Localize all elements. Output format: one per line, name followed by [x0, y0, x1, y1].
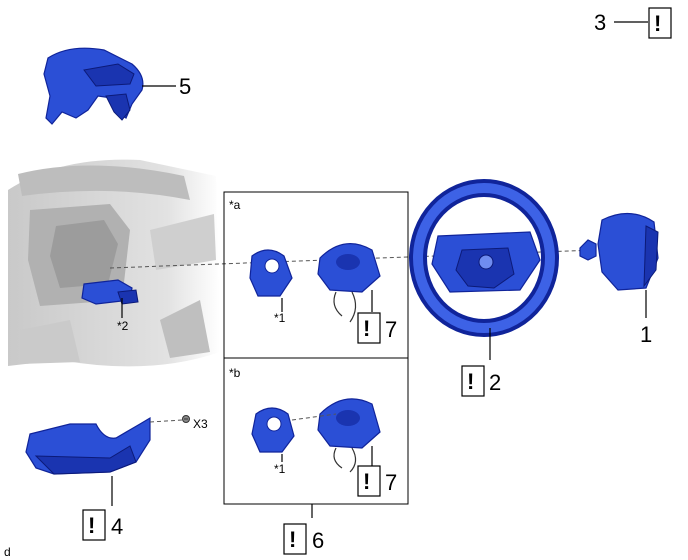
callout-1: 1 — [640, 322, 652, 347]
svg-text:!: ! — [363, 316, 370, 341]
callout-3: 3 — [594, 10, 606, 35]
callout-4: 4 — [111, 514, 123, 539]
horn-button-pad-part-1 — [597, 212, 659, 291]
warning-box-4[interactable]: ! — [82, 509, 106, 541]
label-star2: *2 — [117, 319, 129, 333]
svg-text:!: ! — [363, 469, 370, 494]
warning-box-7b[interactable]: ! — [357, 465, 381, 497]
callout-6: 6 — [312, 528, 324, 553]
warning-box-3[interactable]: ! — [648, 7, 672, 39]
label-star-b: *b — [229, 366, 241, 380]
steering-wheel-part-2 — [409, 179, 559, 337]
label-star1-b: *1 — [274, 462, 286, 476]
spiral-cable-highlight — [81, 279, 139, 305]
lower-column-cover-part-4 — [25, 416, 151, 475]
callout-7a: 7 — [385, 317, 397, 342]
corner-code: d — [4, 545, 11, 559]
variant-b-frame — [223, 357, 409, 505]
svg-text:!: ! — [289, 527, 296, 552]
label-x3: X3 — [193, 417, 208, 431]
spiral-cable-sensor-b — [251, 407, 295, 453]
svg-text:!: ! — [88, 513, 95, 538]
steering-column-interior-view — [8, 159, 220, 367]
svg-text:!: ! — [654, 11, 661, 36]
callout-2: 2 — [489, 370, 501, 395]
label-star1-a: *1 — [274, 311, 286, 325]
upper-column-cover-part-5 — [43, 47, 144, 125]
callout-7b: 7 — [385, 470, 397, 495]
warning-box-6[interactable]: ! — [283, 523, 307, 555]
svg-text:!: ! — [467, 369, 474, 394]
spiral-cable-sub-assembly-b — [317, 398, 381, 473]
warning-box-2[interactable]: ! — [461, 365, 485, 397]
spiral-cable-sensor-a — [249, 249, 293, 297]
steering-wheel-nut — [579, 239, 597, 261]
label-star-a: *a — [229, 198, 241, 212]
callout-5: 5 — [179, 74, 191, 99]
warning-box-7a[interactable]: ! — [357, 312, 381, 344]
screw-icon — [182, 415, 190, 423]
spiral-cable-sub-assembly-a — [317, 243, 381, 323]
